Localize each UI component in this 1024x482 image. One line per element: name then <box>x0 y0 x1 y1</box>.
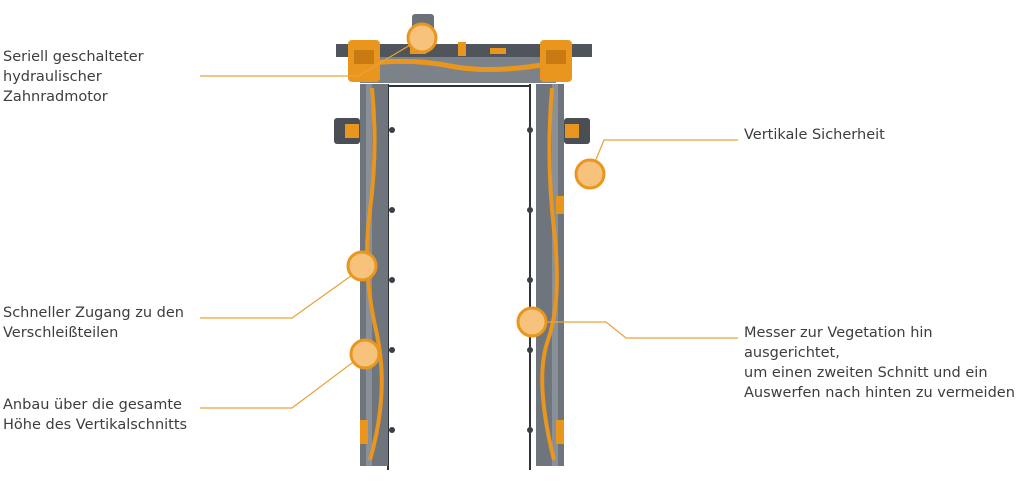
callout-mounting-label: Anbau über die gesamte Höhe des Vertikal… <box>3 397 188 433</box>
callout-motor-label: Seriell geschalteter hydraulischer Zahnr… <box>3 49 144 105</box>
markers <box>346 22 606 370</box>
bolts <box>389 127 533 433</box>
right-gearbox <box>540 40 572 82</box>
marker-safety <box>574 158 606 190</box>
leader-line-knife <box>532 321 738 339</box>
callout-access-label: Schneller Zugang zu den Verschleißteilen <box>3 305 184 341</box>
leader-line-access <box>200 267 363 319</box>
right-column <box>536 84 590 466</box>
callout-safety-label: Vertikale Sicherheit <box>744 127 885 143</box>
leader-lines <box>200 37 738 409</box>
callout-knife-label: Messer zur Vegetation hin ausgerichtet, … <box>744 325 1015 401</box>
leader-line-mounting <box>200 353 365 409</box>
marker-mounting <box>349 338 381 370</box>
top-beam <box>336 14 592 83</box>
marker-motor <box>406 22 438 54</box>
leader-line-motor <box>200 37 423 77</box>
leader-line-safety <box>589 139 738 175</box>
marker-access <box>346 250 378 282</box>
left-gearbox <box>348 40 380 82</box>
marker-knife <box>516 306 548 338</box>
